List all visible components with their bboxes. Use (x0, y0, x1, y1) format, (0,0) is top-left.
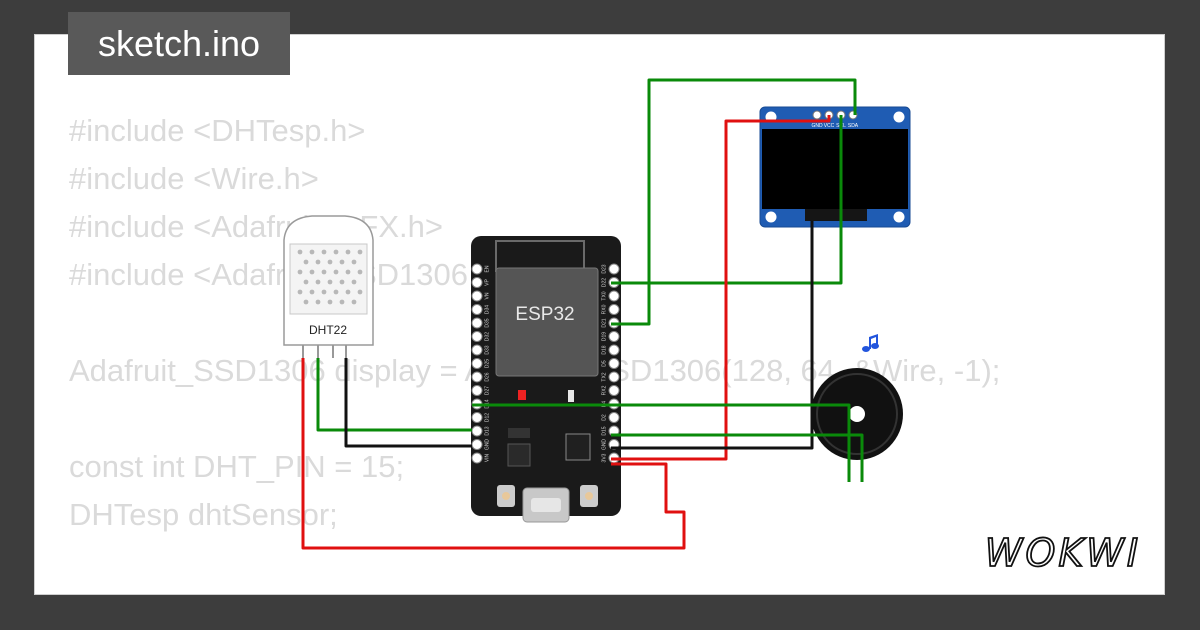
esp32-pin-label: GND (601, 439, 607, 451)
esp32-pin-label: D5 (601, 360, 607, 367)
esp32-pin-label: D22 (601, 278, 607, 287)
esp32-pin-label: RX2 (601, 385, 607, 395)
wire-oled-sda (611, 78, 857, 326)
esp32-pin[interactable] (471, 425, 483, 437)
wokwi-logo-text: WOKWI (985, 531, 1141, 575)
esp32-pin-label: D33 (484, 345, 490, 354)
wire-buzzer-signal (472, 403, 851, 482)
esp32-pin[interactable] (471, 452, 483, 464)
esp32-pin-label: D27 (484, 386, 490, 395)
esp32-pin[interactable] (471, 263, 483, 275)
music-note-icon (862, 334, 879, 352)
esp32-pin[interactable] (471, 344, 483, 356)
esp32-pin[interactable] (471, 277, 483, 288)
file-tab[interactable]: sketch.ino (68, 12, 290, 75)
wire-oled-gnd (611, 221, 814, 450)
wires (301, 78, 864, 550)
esp32-pin[interactable] (471, 290, 483, 302)
esp32-pin-label: D2 (601, 414, 607, 421)
esp32-pin-column-right: D23D22TX0RX0D21D19D18D5TX2RX2D4D2D15GND3… (601, 263, 620, 464)
esp32-label: ESP32 (515, 304, 574, 325)
code-background: #include <DHTesp.h> #include <Wire.h> #i… (69, 107, 1000, 594)
esp32-pin[interactable] (608, 412, 620, 423)
smd-component (568, 390, 574, 402)
wire-oled-vcc (611, 115, 831, 461)
esp32-pin-label: D13 (484, 426, 490, 435)
code-line: DHTesp dhtSensor; (69, 497, 338, 532)
esp32-pin[interactable] (608, 290, 620, 302)
esp32-pin[interactable] (471, 385, 483, 396)
esp32-pin[interactable] (471, 412, 483, 423)
svg-text:SDA: SDA (848, 123, 859, 129)
usb-chip (565, 433, 591, 461)
esp32-pin-label: D32 (484, 332, 490, 341)
esp32-pin-label: D19 (601, 332, 607, 341)
esp32-pin-label: D35 (484, 318, 490, 327)
esp32-pin[interactable] (608, 344, 620, 356)
esp32-pin-label: EN (484, 265, 490, 272)
dht22-sensor[interactable]: DHT22 (283, 215, 374, 358)
esp32-pin-label: 3V3 (601, 453, 607, 462)
esp32-pin[interactable] (471, 439, 483, 450)
esp32-pin[interactable] (471, 331, 483, 342)
code-line: void setup() { (69, 587, 1000, 594)
wokwi-logo: WOKWI (984, 530, 1141, 576)
wire-dht-data (316, 358, 472, 432)
esp32-pin[interactable] (608, 263, 620, 275)
esp32-pin[interactable] (608, 304, 620, 315)
code-line: #include <DHTesp.h> (69, 113, 366, 148)
buzzer[interactable] (811, 334, 903, 482)
esp32-pin-label: RX0 (601, 304, 607, 314)
sensor-grille (297, 249, 363, 305)
wire-dht-gnd (344, 358, 472, 448)
esp32-pin-label: D18 (601, 345, 607, 354)
dht22-label: DHT22 (309, 323, 347, 337)
dht22-pins (302, 345, 347, 358)
esp32-pin[interactable] (608, 371, 620, 383)
svg-text:VCC: VCC (824, 123, 835, 129)
esp32-module (495, 267, 599, 377)
power-led (518, 390, 526, 400)
code-line: #include <Wire.h> (69, 161, 319, 196)
esp32-pin[interactable] (471, 371, 483, 383)
esp32-pin[interactable] (608, 358, 620, 369)
esp32-pin-label: D21 (601, 318, 607, 327)
svg-text:GND: GND (811, 123, 823, 129)
esp32-pin[interactable] (608, 331, 620, 342)
esp32-pin-label: GND (484, 439, 490, 451)
esp32-board[interactable]: ESP32 ENVPVND34D35D32D33D25D26D27D14D12D… (471, 236, 621, 523)
esp32-pin[interactable] (471, 304, 483, 315)
esp32-pin-label: D12 (484, 413, 490, 422)
esp32-pin-column-left: ENVPVND34D35D32D33D25D26D27D14D12D13GNDV… (471, 263, 490, 464)
esp32-pin-label: D25 (484, 359, 490, 368)
esp32-pin-label: D23 (601, 264, 607, 273)
esp32-pin[interactable] (608, 385, 620, 396)
esp32-pin-label: TX0 (601, 291, 607, 300)
oled-display[interactable]: GND VCC SCL SDA (759, 106, 911, 228)
esp32-pin-label: TX2 (601, 372, 607, 381)
esp32-pin-label: VN (484, 292, 490, 299)
esp32-pin-label: VP (484, 279, 490, 286)
wire-buzzer-gnd (611, 433, 864, 482)
wire-dht-vcc (301, 358, 686, 550)
wire-oled-scl (611, 115, 843, 285)
esp32-pin-label: D15 (601, 426, 607, 435)
esp32-pin-label: D26 (484, 372, 490, 381)
esp32-pin-label: VIN (484, 453, 490, 462)
esp32-pin[interactable] (471, 358, 483, 369)
esp32-pin[interactable] (471, 317, 483, 329)
esp32-pin-label: D34 (484, 305, 490, 314)
